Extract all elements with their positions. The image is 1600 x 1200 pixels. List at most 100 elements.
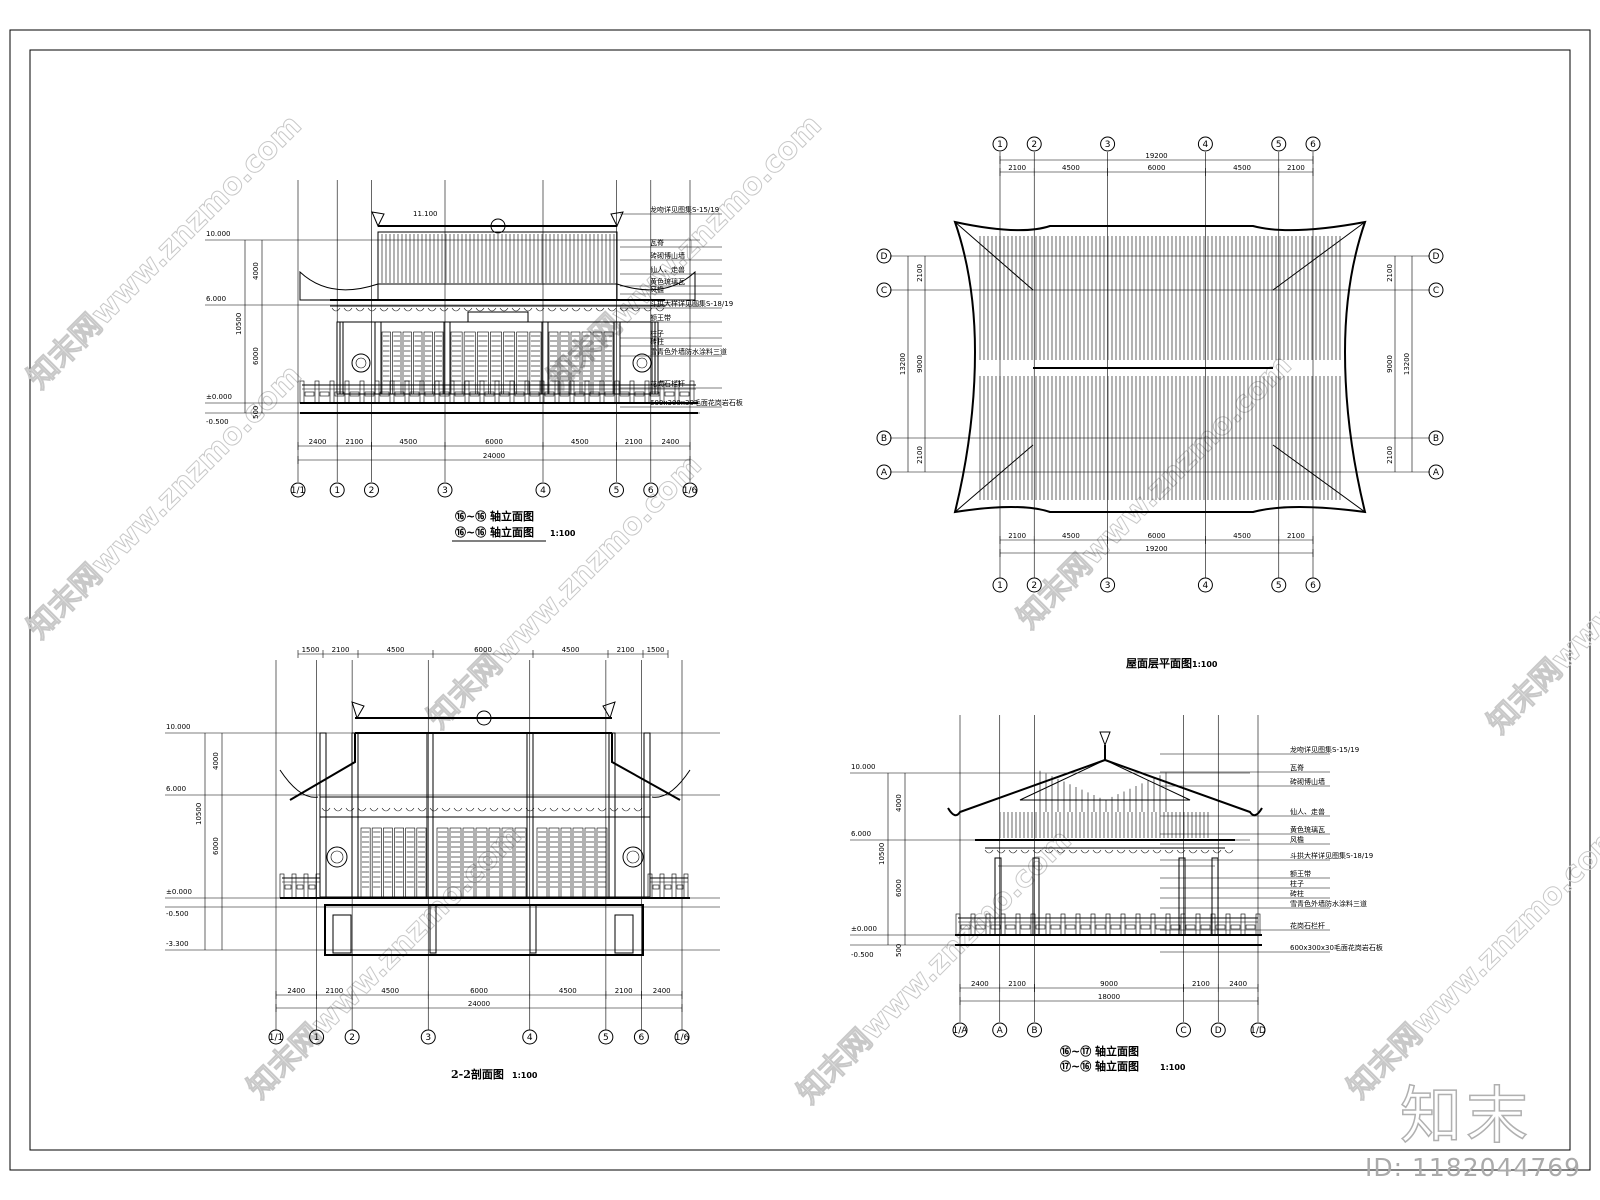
note-text: 斗拱大样详见图集S-18/19 xyxy=(650,299,733,308)
dimension-label: 6000 xyxy=(474,646,492,654)
rail-panel xyxy=(379,391,390,397)
note-text: 额王带 xyxy=(650,313,671,322)
rail-panel xyxy=(1185,924,1196,930)
front-building xyxy=(299,211,698,414)
rail-panel xyxy=(1140,924,1151,930)
note-text: 花岗石栏杆 xyxy=(650,379,685,388)
watermark-text: 知末网www.znzmo.com xyxy=(421,448,709,736)
rail-post xyxy=(494,380,500,404)
note-text: 砖柱 xyxy=(1290,889,1304,898)
basement xyxy=(324,904,644,956)
grid-bubble xyxy=(268,1029,284,1045)
bracket-set xyxy=(1212,849,1222,854)
bracket-set xyxy=(1176,849,1186,854)
level-zero: ±0.000 xyxy=(166,888,192,896)
rail-panel xyxy=(296,884,304,890)
front-title-b: ⑯~⑯ 轴立面图 xyxy=(455,525,534,539)
rail-panel xyxy=(1080,924,1091,930)
note-text: 柱子 xyxy=(650,329,664,338)
rail-panel xyxy=(1095,924,1106,930)
door-panel xyxy=(596,827,608,898)
bracket-set xyxy=(1104,849,1114,854)
column xyxy=(1178,857,1186,936)
rail-panel xyxy=(990,924,1001,930)
note-text: 风檐 xyxy=(650,285,664,294)
bracket-set xyxy=(1200,849,1210,854)
bracket-set xyxy=(573,807,583,812)
bracket-set xyxy=(996,849,1006,854)
rail-panel xyxy=(514,391,525,397)
axis-lines xyxy=(297,180,691,482)
bracket-set xyxy=(369,807,379,812)
bracket-set xyxy=(331,307,341,312)
dimension-label: 2100 xyxy=(1386,446,1394,464)
grid-bubble xyxy=(952,1022,968,1038)
watermark-text: 知末网www.znzmo.com xyxy=(21,358,309,646)
grid-bubble xyxy=(344,1029,360,1045)
bracket-set xyxy=(501,807,511,812)
level-top: 10.000 xyxy=(851,763,876,771)
side-building xyxy=(947,731,1263,946)
dimension-label: 6000 xyxy=(470,987,488,995)
grid-bubble xyxy=(309,1029,325,1045)
bracket-set xyxy=(559,307,569,312)
bracket-row xyxy=(321,807,643,812)
grid-label: 1/6 xyxy=(675,1033,690,1043)
watermarks: 知末网www.znzmo.com 知末网www.znzmo.com 知末网www… xyxy=(20,107,1600,1111)
rail-post xyxy=(644,380,650,404)
grid-bubble xyxy=(609,482,624,498)
grid-label: 3 xyxy=(425,1033,431,1043)
grid-label: 2 xyxy=(1031,140,1037,150)
dimension-label: 9000 xyxy=(1386,355,1394,373)
grid-bubble xyxy=(876,464,892,480)
dimension-label: 2100 xyxy=(916,446,924,464)
grid-bubble xyxy=(992,577,1008,593)
dimension-label: 2400 xyxy=(971,980,989,988)
rail-post xyxy=(449,380,455,404)
dimension-label: 4500 xyxy=(1233,532,1251,540)
bracket-set xyxy=(439,307,449,312)
front-elevation: 10.000 6.000 ±0.000 -0.500 11.100 4000 6… xyxy=(205,180,743,542)
dimension-label: 2100 xyxy=(916,264,924,282)
annotation-notes: 龙吻详见图集S-15/19瓦脊砖砌博山墙仙人、走兽黄色琉璃瓦风檐斗拱大样详见图集… xyxy=(620,205,743,408)
grid-bubble xyxy=(992,136,1008,152)
door-panel xyxy=(584,827,596,898)
rail-panel xyxy=(1215,924,1226,930)
rail-panel xyxy=(619,391,630,397)
rail-panel xyxy=(284,884,292,890)
grid-bubble xyxy=(522,1029,538,1045)
dimension-label: 2100 xyxy=(325,987,343,995)
roof-tile-hatch xyxy=(999,770,1209,838)
bracket-set xyxy=(609,807,619,812)
round-window xyxy=(326,846,348,868)
bracket-set xyxy=(535,307,545,312)
bracket-set xyxy=(1032,849,1042,854)
rail-panel xyxy=(664,884,672,890)
grid-bubble xyxy=(420,1029,436,1045)
rail-post xyxy=(1090,913,1096,936)
grid-bubble xyxy=(876,430,892,446)
rail-panel xyxy=(652,884,660,890)
dimension-label: 4500 xyxy=(571,438,589,446)
dimension-total: 13200 xyxy=(899,353,907,375)
note-text: 黄色琉璃瓦 xyxy=(650,277,685,286)
grid-label: C xyxy=(1180,1026,1186,1036)
rail-panel xyxy=(1170,924,1181,930)
grid-label: 2 xyxy=(349,1033,355,1043)
level-mid: 6.000 xyxy=(206,295,226,303)
bracket-set xyxy=(1116,849,1126,854)
bracket-set xyxy=(513,807,523,812)
grid-label: 3 xyxy=(1105,581,1111,591)
bracket-set xyxy=(1056,849,1066,854)
grid-bubble xyxy=(1026,577,1042,593)
grid-bubble xyxy=(1428,282,1444,298)
watermark-text: 知末网www.znzmo.com xyxy=(241,818,529,1106)
bracket-set xyxy=(487,307,497,312)
dimension-total: 24000 xyxy=(468,1000,490,1008)
round-window xyxy=(622,846,644,868)
